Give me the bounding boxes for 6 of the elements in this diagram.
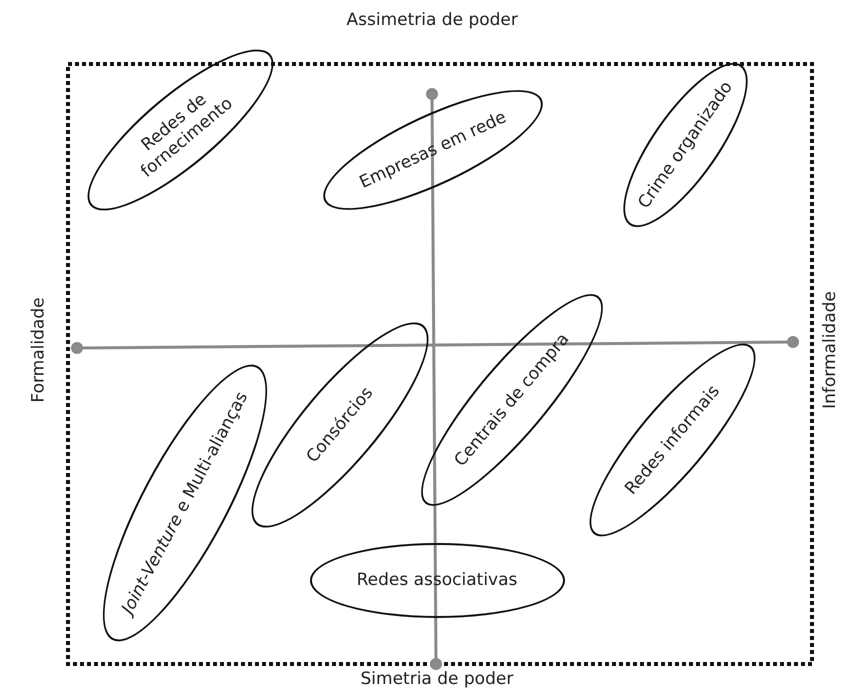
category-ellipse	[310, 542, 564, 618]
axis-label: Assimetria de poder	[346, 10, 518, 30]
category-label: Redes associativas	[356, 570, 518, 590]
axis-label: Simetria de poder	[360, 669, 514, 689]
axis-label: Formalidade	[28, 297, 48, 403]
axis-label: Informalidade	[820, 291, 840, 409]
